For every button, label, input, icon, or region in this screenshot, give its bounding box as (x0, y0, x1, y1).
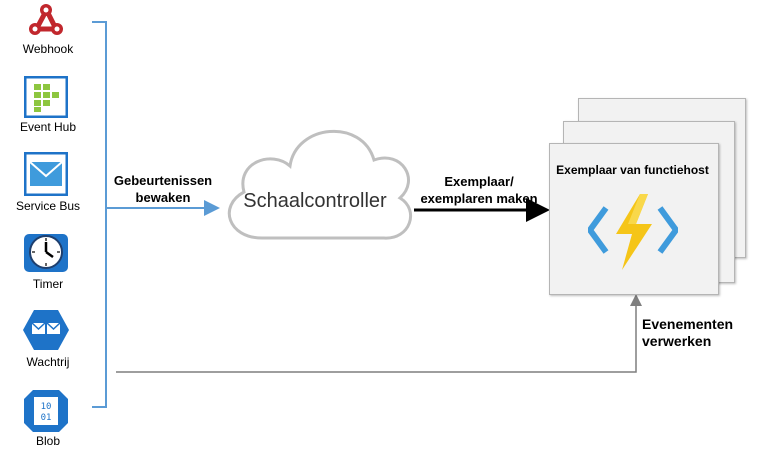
scale-controller-label: Schaalcontroller (243, 190, 387, 212)
source-label-event-hub: Event Hub (19, 120, 77, 134)
source-label-webhook: Webhook (22, 42, 74, 56)
source-label-service-bus: Service Bus (15, 199, 81, 213)
svg-text:01: 01 (41, 413, 52, 423)
source-label-queue: Wachtrij (26, 355, 70, 369)
monitor-label: Gebeurtenissen bewaken (113, 173, 213, 205)
source-label-timer: Timer (32, 277, 64, 291)
azure-functions-icon (588, 194, 678, 270)
sources-bracket (92, 21, 107, 408)
timer-icon (24, 234, 68, 272)
process-arrow (116, 294, 642, 373)
process-label: Evenementen verwerken (642, 316, 734, 349)
scale-controller-cloud (227, 129, 412, 240)
event-hub-icon (24, 76, 68, 118)
blob-icon: 10 01 (24, 390, 68, 432)
source-label-blob: Blob (35, 434, 61, 448)
create-label: Exemplaar/ exemplaren maken (420, 174, 538, 206)
host-title: Exemplaar van functiehost (556, 163, 709, 177)
webhook-icon (29, 4, 63, 35)
queue-icon (23, 310, 69, 350)
service-bus-icon (24, 152, 68, 196)
svg-text:10: 10 (41, 402, 52, 412)
